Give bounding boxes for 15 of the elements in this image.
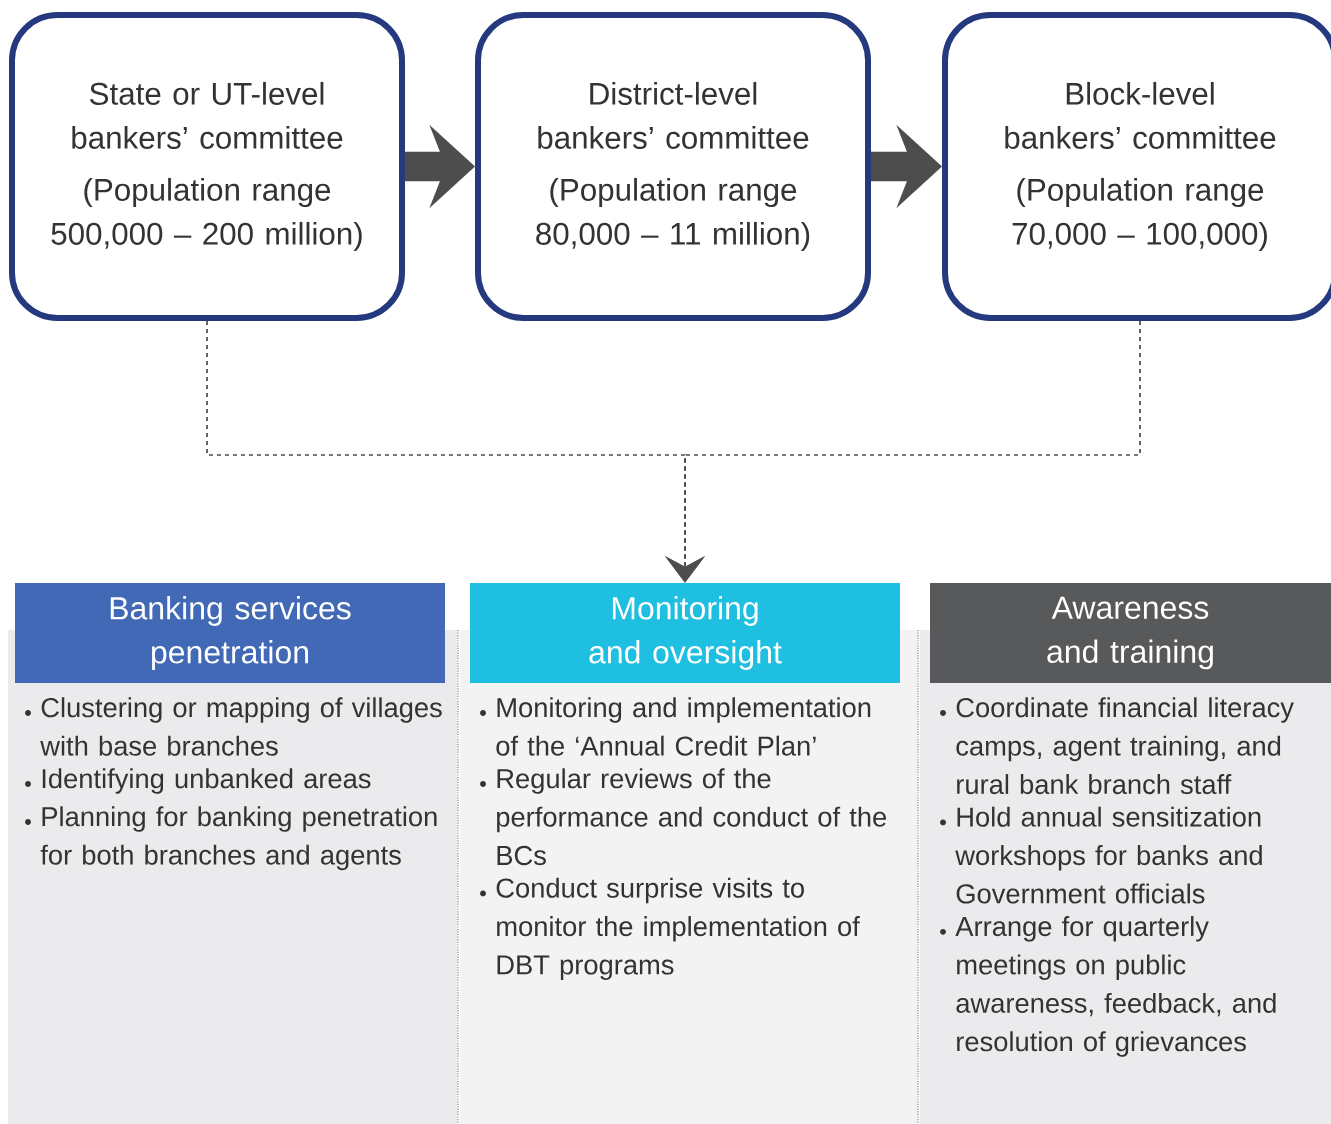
committee-box: District-level bankers’ committee (Population range 80,000 – 11 million) xyxy=(475,12,871,321)
bullet-text: Clustering or mapping of villages with base branches xyxy=(40,697,442,756)
column-header: Monitoring and oversight xyxy=(470,583,900,683)
bullet-text: Monitoring and implementation of the ‘Annual Credit Plan’ xyxy=(496,697,871,756)
bullet-text: Planning for banking penetration for both branches and agents xyxy=(40,806,437,871)
committee-box: Block-level bankers’ committee (Population range 70,000 – 100,000) xyxy=(942,12,1331,321)
bullet-text: Identifying unbanked areas xyxy=(42,768,371,794)
committee-box: State or UT-level bankers’ committee (Population range 500,000 – 200 million) xyxy=(9,12,405,321)
bullet-text: Arrange for quarterly meetings on public awareness, feedback, and resolution of grievances xyxy=(955,916,1276,1057)
bullet-text: Hold annual sensitization workshops for banks and Government officials xyxy=(955,806,1262,904)
column-header: Banking services penetration xyxy=(15,583,445,683)
bullet-text: Regular reviews of the performance and conduct of the BCs xyxy=(497,768,886,866)
bullet-text: Conduct surprise visits to monitor the implementation of DBT programs xyxy=(496,877,860,980)
column-header: Awareness and training xyxy=(930,583,1331,683)
bullet-text: Coordinate financial literacy camps, agent training, and rural bank branch staff xyxy=(956,697,1294,795)
